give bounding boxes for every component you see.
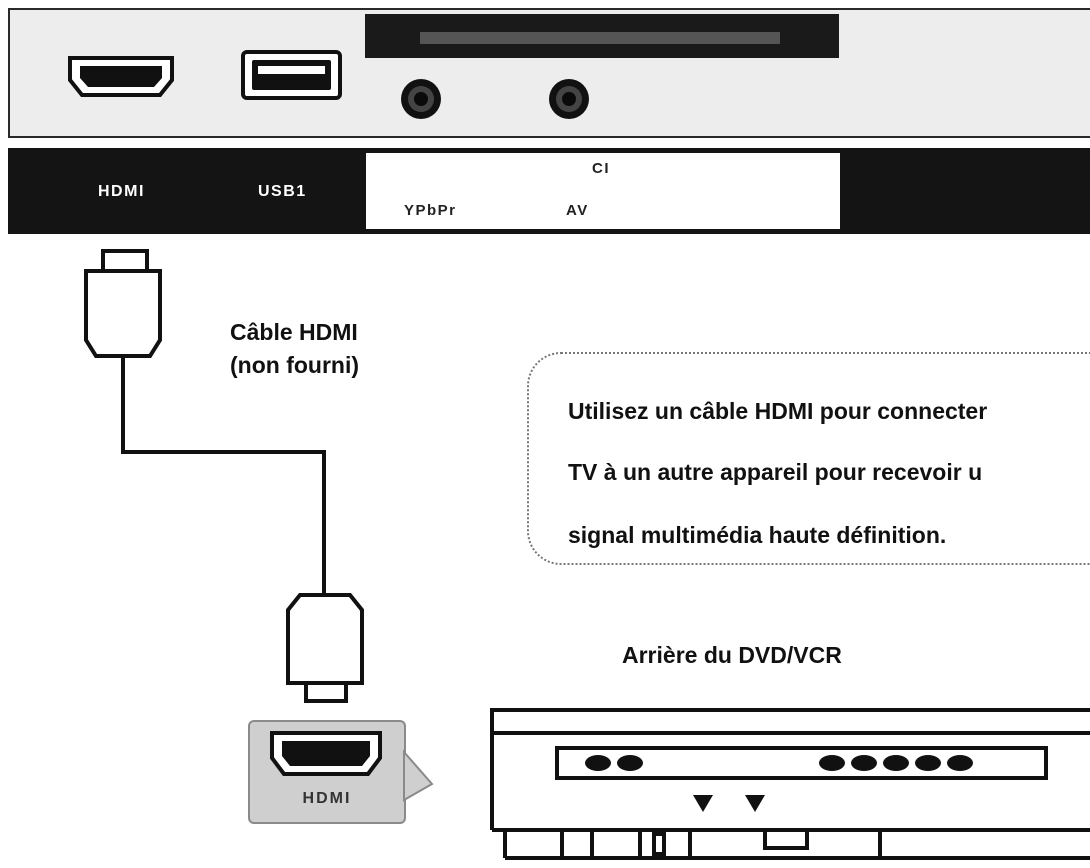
- device-hdmi-label: HDMI: [302, 790, 352, 807]
- info-line-2: TV à un autre appareil pour recevoir u: [568, 459, 983, 485]
- device-title: Arrière du DVD/VCR: [622, 642, 842, 668]
- av-port-label: AV: [566, 202, 589, 219]
- audio-jack-icon: [549, 79, 589, 119]
- hdmi-cable-line: [121, 356, 326, 595]
- triangle-marker-icon: [693, 795, 765, 812]
- cable-note: (non fourni): [230, 352, 360, 378]
- dvd-vcr-rear: [490, 708, 1090, 860]
- cable-name: Câble HDMI: [230, 319, 358, 345]
- ci-slot-icon: [365, 14, 839, 58]
- info-line-3: signal multimédia haute définition.: [568, 522, 947, 548]
- hdmi-port-icon: [270, 731, 382, 776]
- usb-port-icon: [241, 50, 342, 100]
- tile-pointer: [403, 749, 434, 802]
- audio-jack-icon: [401, 79, 441, 119]
- hdmi-port-icon: [68, 56, 174, 97]
- hdmi-plug-icon: [84, 249, 162, 358]
- info-bubble: [527, 352, 1090, 565]
- device-button-row: [585, 755, 973, 771]
- info-line-1: Utilisez un câble HDMI pour connecter: [568, 398, 988, 424]
- ci-slot-label: CI: [592, 160, 610, 177]
- hdmi-port-label: HDMI: [98, 183, 145, 200]
- ci-label-box: [366, 153, 840, 229]
- ypbpr-port-label: YPbPr: [404, 202, 457, 219]
- hdmi-plug-icon: [286, 593, 364, 703]
- usb-port-label: USB1: [258, 183, 307, 200]
